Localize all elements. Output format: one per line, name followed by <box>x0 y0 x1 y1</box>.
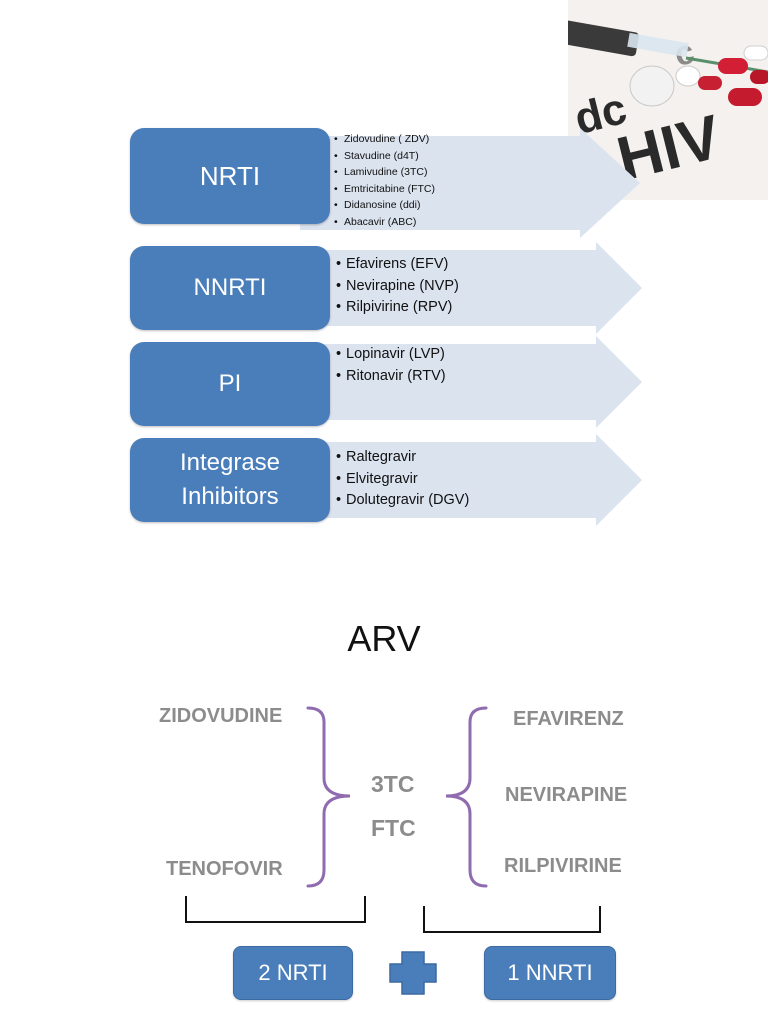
one-nnrti-label: 1 NNRTI <box>507 960 593 985</box>
pi-label: PI <box>218 370 242 397</box>
hiv-medication-photo: dc HIV c <box>568 0 768 200</box>
plus-icon <box>389 951 437 995</box>
list-item: Efavirens (EFV) <box>336 254 459 276</box>
nrti-category-box: NRTI <box>130 128 330 224</box>
integrase-drug-list: Raltegravir Elvitegravir Dolutegravir (D… <box>336 447 469 512</box>
list-item: Lamivudine (3TC) <box>334 164 435 181</box>
two-nrti-label: 2 NRTI <box>258 960 328 985</box>
two-nrti-box: 2 NRTI <box>233 946 353 1000</box>
right-curly-brace <box>445 706 488 888</box>
ftc-label: FTC <box>371 815 416 841</box>
list-item: Raltegravir <box>336 447 469 469</box>
right-bottom-bracket <box>423 906 601 933</box>
pi-category-box: PI <box>130 342 330 426</box>
rilpivirine-label: RILPIVIRINE <box>504 855 622 877</box>
list-item: Elvitegravir <box>336 469 469 491</box>
one-nnrti-box: 1 NNRTI <box>484 946 616 1000</box>
pi-drug-list: Lopinavir (LVP) Ritonavir (RTV) <box>336 344 446 387</box>
integrase-label-line1: Integrase <box>179 449 281 476</box>
list-item: Nevirapine (NVP) <box>336 276 459 298</box>
list-item: Didanosine (ddi) <box>334 197 435 214</box>
3tc-label: 3TC <box>371 771 415 797</box>
nevirapine-label: NEVIRAPINE <box>505 784 628 806</box>
list-item: Stavudine (d4T) <box>334 148 435 165</box>
list-item: Dolutegravir (DGV) <box>336 490 469 512</box>
nrti-label: NRTI <box>199 160 261 191</box>
nnrti-category-box: NNRTI <box>130 246 330 330</box>
integrase-category-box: Integrase Inhibitors <box>130 438 330 522</box>
list-item: Rilpivirine (RPV) <box>336 297 459 319</box>
pills-icon <box>629 45 768 107</box>
nrti-drug-list: Zidovudine ( ZDV) Stavudine (d4T) Lamivu… <box>334 131 435 230</box>
integrase-label-line2: Inhibitors <box>181 483 279 510</box>
left-bottom-bracket <box>185 896 366 923</box>
tenofovir-label: TENOFOVIR <box>166 858 283 880</box>
nnrti-label: NNRTI <box>193 274 267 301</box>
efavirenz-label: EFAVIRENZ <box>513 708 624 730</box>
zidovudine-label: ZIDOVUDINE <box>159 705 283 727</box>
arv-title: ARV <box>347 618 421 659</box>
list-item: Lopinavir (LVP) <box>336 344 446 366</box>
list-item: Ritonavir (RTV) <box>336 366 446 388</box>
nnrti-drug-list: Efavirens (EFV) Nevirapine (NVP) Rilpivi… <box>336 254 459 319</box>
list-item: Abacavir (ABC) <box>334 214 435 231</box>
left-curly-brace <box>306 706 351 888</box>
list-item: Zidovudine ( ZDV) <box>334 131 435 148</box>
list-item: Emtricitabine (FTC) <box>334 181 435 198</box>
